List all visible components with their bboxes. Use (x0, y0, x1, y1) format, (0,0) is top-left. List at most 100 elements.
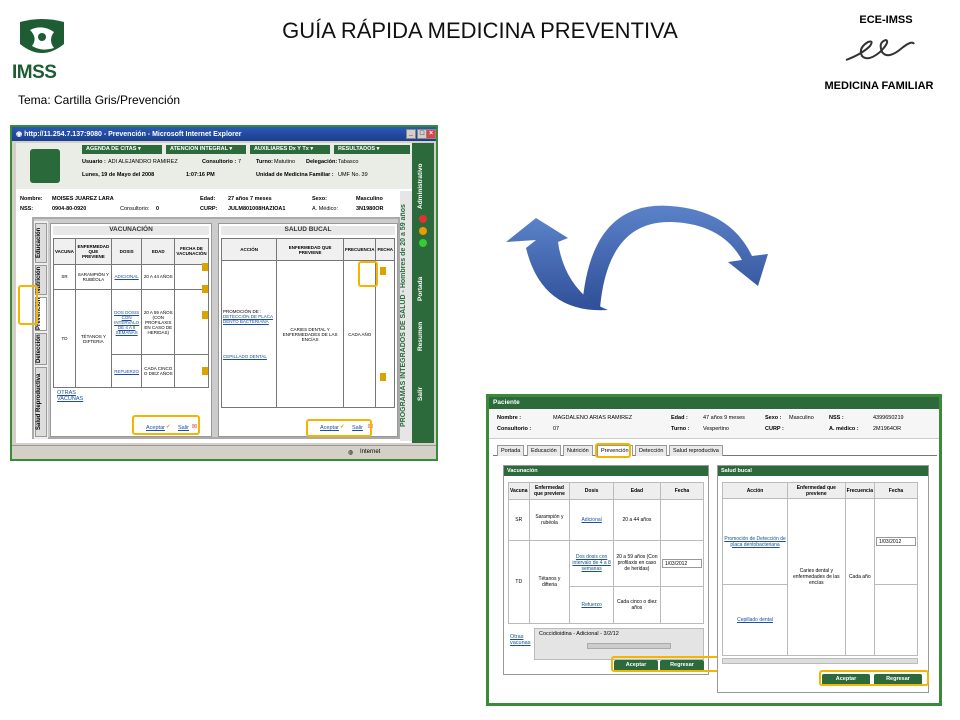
close-icon[interactable]: × (426, 129, 436, 139)
pager[interactable] (587, 643, 671, 649)
topic-label: Tema: Cartilla Gris/Prevención (18, 93, 181, 107)
old-salir-link[interactable]: Salir (178, 425, 190, 431)
vac-dosis-link[interactable]: Refuerzo (569, 585, 614, 625)
otras-vacunas-link[interactable]: Otras vacunas (510, 634, 531, 646)
ie-ie-icon: ◉ (16, 131, 25, 138)
vtab-educacion[interactable]: Educación (35, 223, 47, 263)
vac-cell: 20 a 59 años (Con profilaxis en caso de … (612, 540, 661, 587)
edad-label: Edad: (200, 196, 216, 202)
prevencion-dialog: Educación Nutrición Prevención Detección… (32, 217, 400, 439)
sb-col-enf: Enfermedad que previene (787, 482, 846, 499)
side-portada[interactable]: Portada (417, 276, 424, 301)
sb-deteccion-link[interactable]: DETECCIÓN DE PLACA DENTO BACTERIANA (223, 314, 274, 324)
vac-fecha-cell[interactable]: 1/03/2012 (659, 540, 705, 587)
side-salir[interactable]: Salir (417, 386, 424, 401)
old-salir-link-2[interactable]: Salir (352, 425, 364, 431)
vac-fecha-cell[interactable] (659, 585, 705, 625)
vac-cell: CADA CINCO O DIEZ AÑOS (141, 354, 176, 388)
side-resumen[interactable]: Resumen (417, 321, 424, 351)
old-aceptar-link[interactable]: Aceptar (146, 425, 165, 431)
tab-nutricion[interactable]: Nutrición (563, 445, 593, 456)
imss-logo-text: IMSS (12, 62, 57, 83)
tab-portada[interactable]: Portada (497, 445, 525, 456)
vtab-deteccion[interactable]: Detección (35, 333, 47, 365)
globe-icon: ◍ (348, 450, 354, 456)
sb-col-fecha: Fecha (873, 482, 919, 499)
old-aceptar-link-2[interactable]: Aceptar (320, 425, 339, 431)
delegacion-label: Delegación: (306, 159, 338, 165)
tab-educacion[interactable]: Educación (527, 445, 561, 456)
vac-fecha-cell[interactable] (174, 289, 209, 356)
turno-label: Turno : (671, 426, 690, 432)
vac-cell: Tétanos y difteria (528, 540, 571, 624)
edit-icon[interactable] (202, 367, 208, 375)
vac-dosis-link[interactable]: REFUERZO (110, 354, 143, 388)
sb-fecha-cell[interactable]: 1/03/2012 (873, 498, 919, 585)
side-administrativo[interactable]: Administrativo (417, 163, 424, 209)
date-input[interactable]: 1/03/2012 (875, 537, 916, 546)
vac-dosis-link[interactable]: ADICIONAL (110, 263, 143, 291)
edit-icon[interactable] (202, 263, 208, 271)
salud-bucal-panel: SALUD BUCAL ACCIÓN ENFERMEDAD QUE PREVIE… (218, 223, 398, 437)
new-ui-screenshot: Paciente Nombre : MAGDALENO ARIAS RAMIRE… (486, 394, 942, 706)
close-icon[interactable]: ☒ (192, 424, 197, 430)
nss-value: 0904-80-0920 (52, 206, 87, 212)
salud-bucal-title: Salud bucal (718, 466, 928, 476)
module-tabs: Portada Educación Nutrición Prevención D… (493, 443, 937, 456)
minimize-icon[interactable]: _ (406, 129, 416, 139)
sb-cepillado-link[interactable]: Cepillado dental (721, 584, 789, 656)
table-row: Cepillado dental (721, 584, 919, 656)
menu-resultados[interactable]: RESULTADOS ▾ (334, 145, 410, 154)
otras-vacunas-link[interactable]: OTRAS VACUNAS (57, 390, 84, 402)
edad-value: 47 años 9 meses (703, 415, 745, 421)
ie-right-sidebar: Administrativo Portada Resumen Salir (412, 143, 434, 443)
sb-deteccion-link[interactable]: Promoción de Detección de placa dentobac… (721, 498, 789, 585)
ie-header-band: AGENDA DE CITAS ▾ ATENCION INTEGRAL ▾ AU… (16, 143, 412, 189)
regresar-button[interactable]: Regresar (874, 674, 922, 685)
sb-cell: Cada año (844, 498, 875, 656)
vac-col-fecha: FECHA DE VACUNACIÓN (174, 238, 209, 265)
horizontal-scrollbar[interactable] (722, 658, 918, 664)
regresar-button[interactable]: Regresar (660, 660, 704, 671)
vac-dosis-link[interactable]: Dos dosis con intervalo de 4 a 8 semanas (569, 540, 614, 587)
sexo-value: Masculino (356, 196, 383, 202)
vac-dosis-link[interactable]: DOS DOSIS CON INTERVALO DE 4 A 8 SEMANAS (110, 289, 143, 356)
sb-fecha-cell[interactable] (375, 260, 395, 408)
cons2-label: Consultorio: (120, 206, 150, 212)
vac-col-fecha: Fecha (659, 482, 705, 500)
sb-col-freq: Frecuencia (844, 482, 875, 499)
sb-fecha-cell[interactable] (873, 584, 919, 656)
nombre-value: MAGDALENO ARIAS RAMIREZ (553, 415, 633, 421)
nss-label: NSS: (20, 206, 34, 212)
edit-icon[interactable] (380, 267, 386, 275)
aceptar-button[interactable]: Aceptar (822, 674, 870, 685)
sb-cepillado-link[interactable]: CEPILLADO DENTAL (223, 354, 267, 359)
menu-agenda[interactable]: AGENDA DE CITAS ▾ (82, 145, 162, 154)
nombre-value: MOISES JUAREZ LARA (52, 196, 114, 202)
menu-atencion[interactable]: ATENCION INTEGRAL ▾ (166, 145, 246, 154)
other-vaccines-list: Coccidioidina - Adicional - 3/2/12 (534, 628, 704, 660)
imss-logo (14, 18, 70, 80)
aceptar-button[interactable]: Aceptar (614, 660, 658, 671)
edit-icon[interactable] (202, 285, 208, 293)
vac-fecha-cell[interactable] (659, 498, 705, 542)
consultorio-value: 07 (553, 426, 560, 432)
vac-col-vacuna: Vacuna (508, 482, 530, 500)
vac-dosis-link[interactable]: Adicional (569, 498, 614, 542)
umf-label: Unidad de Medicina Familiar : (256, 172, 334, 178)
tab-deteccion[interactable]: Detección (635, 445, 668, 456)
highlight-buttons-vac (611, 656, 721, 672)
edit-icon[interactable] (202, 311, 208, 319)
other-vaccine-row[interactable]: Coccidioidina - Adicional - 3/2/12 (539, 631, 619, 637)
date-input[interactable]: 1/03/2012 (661, 558, 702, 568)
menu-auxiliares[interactable]: AUXILIARES Dx Y Tx ▾ (250, 145, 330, 154)
nss-value: 4399650219 (873, 415, 904, 421)
highlight-accept-old (132, 415, 200, 435)
vtab-salud-reproductiva[interactable]: Salud Reproductiva (35, 367, 47, 437)
tab-salud-reproductiva[interactable]: Salud reproductiva (669, 445, 723, 456)
curp-label: CURP : (765, 426, 784, 432)
edit-icon[interactable] (380, 373, 386, 381)
tab-prevencion[interactable]: Prevención (597, 445, 633, 456)
vac-cell: 20 a 44 años (612, 498, 661, 542)
highlight-edit-fecha (358, 261, 378, 287)
